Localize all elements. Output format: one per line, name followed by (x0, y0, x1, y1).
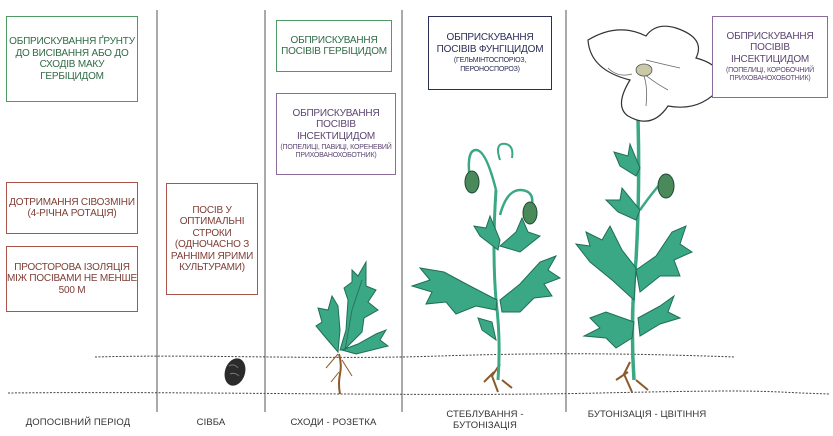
box-insecticide-2-sub: (ПОПЕЛИЦІ, КОРОБОЧНИЙ ПРИХОВАНОХОБОТНИК) (713, 67, 827, 83)
box-insecticide-1: ОБПРИСКУВАННЯ ПОСІВІВ ІНСЕКТИЦИДОМ (ПОПЕ… (276, 93, 396, 175)
box-fungicide: ОБПРИСКУВАННЯ ПОСІВІВ ФУНГІЦИДОМ (ГЕЛЬМІ… (428, 16, 552, 90)
box-soil-herbicide-text: ОБПРИСКУВАННЯ ҐРУНТУ ДО ВИСІВАННЯ АБО ДО… (7, 36, 137, 82)
stem-elongation-plant-icon (412, 144, 560, 392)
seed-icon (221, 356, 249, 389)
stage-label-flowering: БУТОНІЗАЦІЯ - ЦВІТІННЯ (567, 410, 727, 421)
box-insecticide-1-sub: (ПОПЕЛИЦІ, ПАВИЦІ, КОРЕНЕВИЙ ПРИХОВАНОХО… (277, 144, 395, 160)
stage-label-presowing: ДОПОСІВНИЙ ПЕРІОД (0, 418, 156, 429)
box-spatial-isolation-text: ПРОСТОРОВА ІЗОЛЯЦІЯ МІЖ ПОСІВАМИ НЕ МЕНШ… (7, 262, 137, 297)
box-fungicide-title: ОБПРИСКУВАННЯ ПОСІВІВ ФУНГІЦИДОМ (429, 32, 551, 55)
box-soil-herbicide: ОБПРИСКУВАННЯ ҐРУНТУ ДО ВИСІВАННЯ АБО ДО… (6, 16, 138, 102)
stage-label-stem-elongation: СТЕБЛУВАННЯ - БУТОНІЗАЦІЯ (430, 410, 540, 432)
box-crop-rotation: ДОТРИМАННЯ СІВОЗМІНИ (4-РІЧНА РОТАЦІЯ) (6, 182, 138, 234)
box-insecticide-1-title: ОБПРИСКУВАННЯ ПОСІВІВ ІНСЕКТИЦИДОМ (277, 108, 395, 143)
stage-label-emergence-rosette: СХОДИ - РОЗЕТКА (266, 418, 401, 429)
box-insecticide-2-title: ОБПРИСКУВАННЯ ПОСІВІВ ІНСЕКТИЦИДОМ (713, 31, 827, 66)
seedling-rosette-icon (316, 262, 388, 394)
box-fungicide-sub: (ГЕЛЬМІНТОСПОРІОЗ, ПЕРОНОСПОРОЗ) (429, 57, 551, 73)
box-spatial-isolation: ПРОСТОРОВА ІЗОЛЯЦІЯ МІЖ ПОСІВАМИ НЕ МЕНШ… (6, 246, 138, 312)
box-crop-herbicide-text: ОБПРИСКУВАННЯ ПОСІВІВ ГЕРБІЦИДОМ (277, 35, 391, 58)
soil-surface-line (95, 354, 735, 358)
box-crop-rotation-text: ДОТРИМАННЯ СІВОЗМІНИ (4-РІЧНА РОТАЦІЯ) (7, 197, 137, 220)
stage-label-sowing: СІВБА (158, 418, 264, 429)
box-crop-herbicide: ОБПРИСКУВАННЯ ПОСІВІВ ГЕРБІЦИДОМ (276, 20, 392, 72)
box-sowing-terms-text: ПОСІВ У ОПТИМАЛЬНІ СТРОКИ (ОДНОЧАСНО З Р… (167, 205, 257, 274)
flowering-plant-icon (576, 26, 721, 392)
box-insecticide-2: ОБПРИСКУВАННЯ ПОСІВІВ ІНСЕКТИЦИДОМ (ПОПЕ… (712, 16, 828, 98)
soil-depth-line (8, 391, 830, 394)
box-sowing-terms: ПОСІВ У ОПТИМАЛЬНІ СТРОКИ (ОДНОЧАСНО З Р… (166, 183, 258, 295)
